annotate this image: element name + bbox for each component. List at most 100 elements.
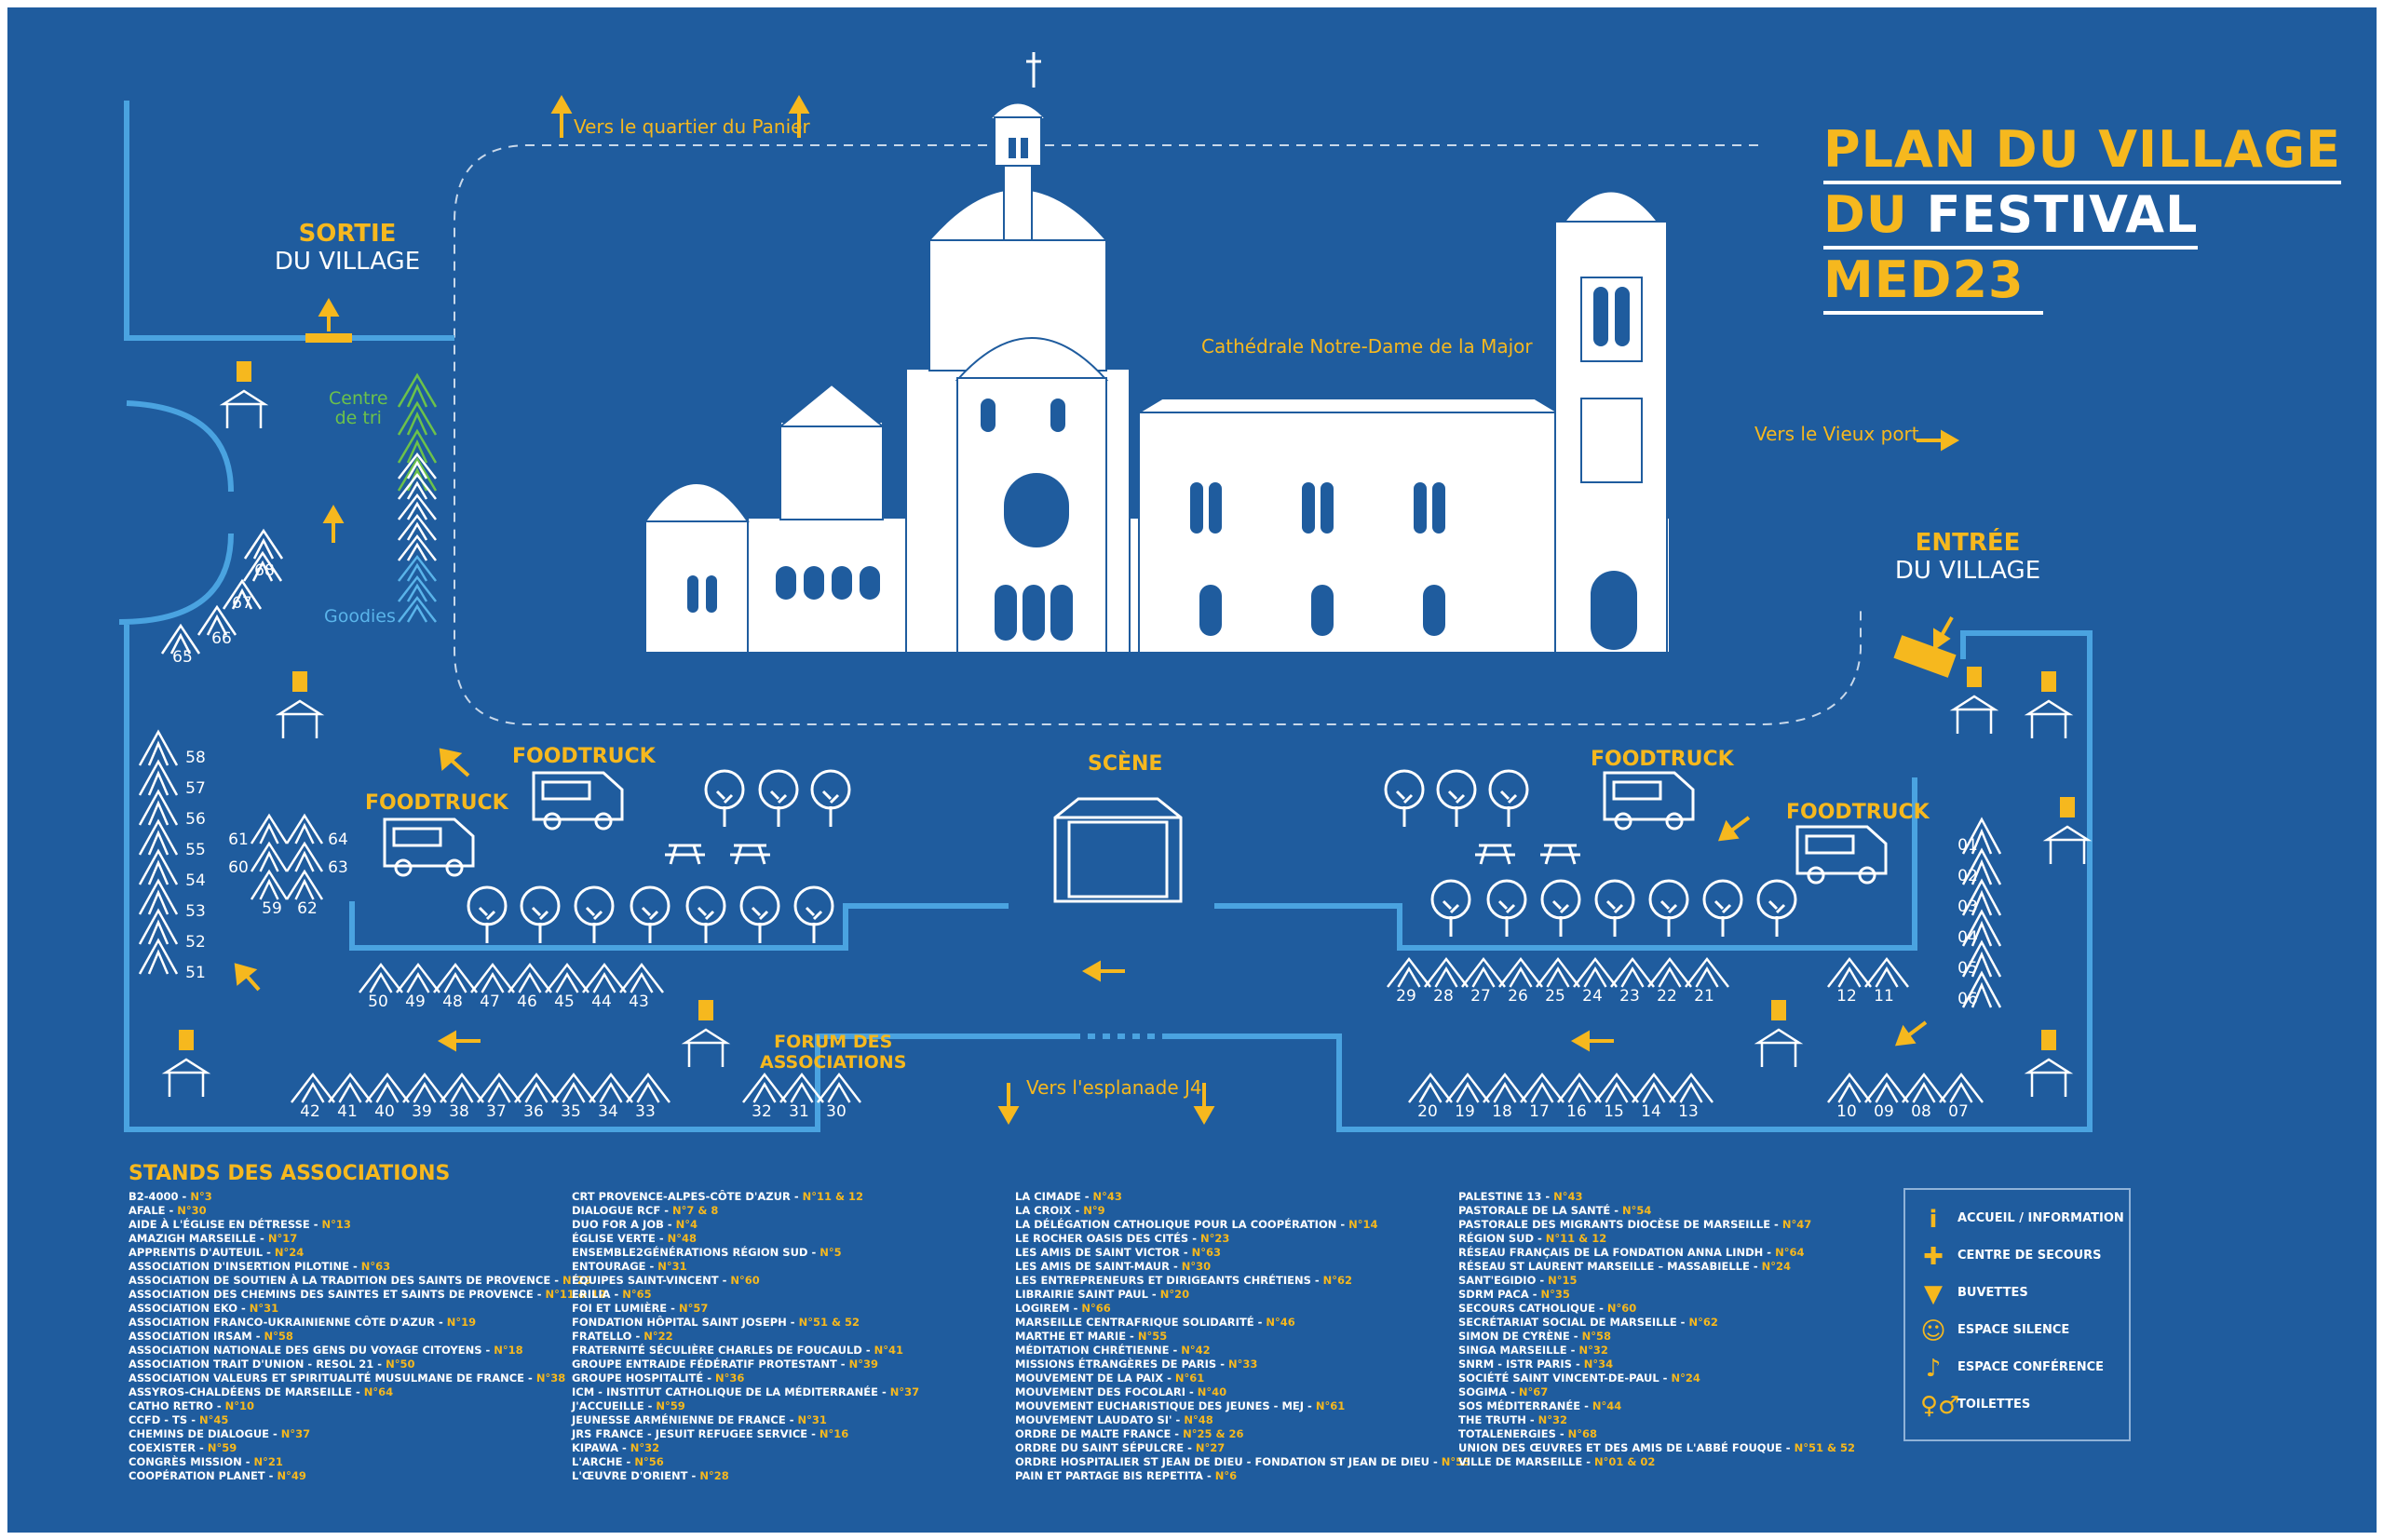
stand-tent-icon bbox=[138, 789, 179, 826]
association-stand-number: N°64 bbox=[359, 1385, 394, 1398]
stand-tent-icon bbox=[397, 400, 438, 436]
association-stand-number: N°24 bbox=[270, 1246, 305, 1259]
association-name: LE ROCHER OASIS DES CITÉS - bbox=[1015, 1232, 1197, 1245]
association-entry: FONDATION HÔPITAL SAINT JOSEPH - N°51 & … bbox=[572, 1316, 1009, 1330]
stand-number: 34 bbox=[598, 1102, 618, 1121]
stand-tent-icon bbox=[138, 729, 179, 766]
association-name: CONGRÈS MISSION - bbox=[129, 1455, 251, 1468]
association-name: CHEMINS DE DIALOGUE - bbox=[129, 1427, 278, 1440]
association-entry: ENTOURAGE - N°31 bbox=[572, 1260, 1009, 1274]
stand-number: 61 bbox=[228, 831, 249, 849]
stand-tent-icon bbox=[138, 878, 179, 915]
stand-tent-icon bbox=[138, 908, 179, 945]
association-stand-number: N°63 bbox=[357, 1260, 391, 1273]
legend-label: BUVETTES bbox=[1957, 1286, 2028, 1300]
sorting-center-label: Centre de tri bbox=[329, 389, 388, 428]
association-stand-number: N°32 bbox=[1575, 1344, 1608, 1357]
association-name: B2-4000 - bbox=[129, 1190, 187, 1203]
stand-number: 59 bbox=[262, 899, 282, 918]
association-entry: SOGIMA - N°67 bbox=[1458, 1385, 1896, 1399]
stand-tent-icon bbox=[1483, 1072, 1527, 1103]
stand-tent-icon bbox=[196, 604, 237, 636]
stand-number: 68 bbox=[254, 561, 275, 580]
stand-tent-icon bbox=[396, 962, 440, 993]
association-stand-number: N°51 & 52 bbox=[794, 1316, 860, 1329]
stand-tent-icon bbox=[477, 1072, 522, 1103]
cathedral-windows bbox=[687, 138, 1637, 650]
association-name: MÉDITATION CHRÉTIENNE - bbox=[1015, 1344, 1178, 1357]
stage-label: SCÈNE bbox=[1088, 752, 1163, 776]
stand-number: 20 bbox=[1417, 1102, 1438, 1121]
stand-tent-icon bbox=[1445, 1072, 1490, 1103]
association-entry: J'ACCUEILLE - N°59 bbox=[572, 1399, 1009, 1413]
tree-icon bbox=[630, 885, 670, 943]
association-entry: CATHO RETRO - N°10 bbox=[129, 1399, 566, 1413]
association-stand-number: N°53 bbox=[1437, 1455, 1471, 1468]
association-name: SOGIMA - bbox=[1458, 1385, 1515, 1398]
association-entry: KIPAWA - N°32 bbox=[572, 1441, 1009, 1455]
association-name: ENTOURAGE - bbox=[572, 1260, 655, 1273]
association-stand-number: N°22 bbox=[640, 1330, 673, 1343]
association-name: ASSOCIATION NATIONALE DES GENS DU VOYAGE… bbox=[129, 1344, 491, 1357]
association-name: JRS FRANCE - JESUIT REFUGEE SERVICE - bbox=[572, 1427, 816, 1440]
association-name: LA CIMADE - bbox=[1015, 1190, 1090, 1203]
association-entry: ASSOCIATION FRANCO-UKRAINIENNE CÔTE D'AZ… bbox=[129, 1316, 566, 1330]
stand-number: 33 bbox=[635, 1102, 656, 1121]
association-stand-number: N°49 bbox=[273, 1469, 306, 1482]
association-entry: PALESTINE 13 - N°43 bbox=[1458, 1190, 1896, 1204]
stand-tent-icon bbox=[1594, 1072, 1639, 1103]
association-entry: DIALOGUE RCF - N°7 & 8 bbox=[572, 1204, 1009, 1218]
association-name: ÉQUIPES SAINT-VINCENT - bbox=[572, 1274, 727, 1287]
association-name: AIDE À L'ÉGLISE EN DÉTRESSE - bbox=[129, 1218, 318, 1231]
legend-label: ESPACE CONFÉRENCE bbox=[1957, 1360, 2105, 1374]
association-name: LA CROIX - bbox=[1015, 1204, 1080, 1217]
association-stand-number: N°43 bbox=[1089, 1190, 1122, 1203]
stand-number: 09 bbox=[1874, 1102, 1894, 1121]
tree-icon bbox=[1488, 769, 1529, 827]
association-stand-number: N°14 bbox=[1345, 1218, 1378, 1231]
stand-tent-icon bbox=[1902, 1072, 1946, 1103]
stand-tent-icon bbox=[397, 428, 438, 464]
association-stand-number: N°9 bbox=[1079, 1204, 1105, 1217]
association-entry: ASSYROS-CHALDÉENS DE MARSEILLE - N°64 bbox=[129, 1385, 566, 1399]
association-name: GROUPE ENTRAIDE FÉDÉRATIF PROTESTANT - bbox=[572, 1358, 846, 1371]
association-entry: SINGA MARSEILLE - N°32 bbox=[1458, 1344, 1896, 1358]
association-name: ORDRE DE MALTE FRANCE - bbox=[1015, 1427, 1180, 1440]
association-stand-number: N°11 & 12 bbox=[798, 1190, 864, 1203]
association-entry: L'ARCHE - N°56 bbox=[572, 1455, 1009, 1469]
stand-tent-icon bbox=[242, 550, 283, 582]
stand-tent-icon bbox=[1685, 956, 1729, 988]
exit-label-1: SORTIE bbox=[298, 220, 397, 248]
stand-number: 38 bbox=[449, 1102, 469, 1121]
title-line-2a: DU bbox=[1823, 185, 1908, 244]
stand-tent-icon bbox=[1573, 956, 1618, 988]
silence-icon: ☺ bbox=[1920, 1317, 1946, 1345]
association-entry: APPRENTIS D'AUTEUIL - N°24 bbox=[129, 1246, 566, 1260]
association-name: ASSOCIATION TRAIT D'UNION - RESOL 21 - bbox=[129, 1358, 383, 1371]
stand-tent-icon bbox=[285, 869, 324, 900]
association-stand-number: N°33 bbox=[1224, 1358, 1258, 1371]
association-entry: JEUNESSE ARMÉNIENNE DE FRANCE - N°31 bbox=[572, 1413, 1009, 1427]
label-vieux-port: Vers le Vieux port bbox=[1754, 423, 1919, 445]
association-entry: L'ŒUVRE D'ORIENT - N°28 bbox=[572, 1469, 1009, 1483]
association-entry: CHEMINS DE DIALOGUE - N°37 bbox=[129, 1427, 566, 1441]
association-name: MARTHE ET MARIE - bbox=[1015, 1330, 1134, 1343]
stand-tent-icon bbox=[817, 1072, 861, 1103]
stand-tent-icon bbox=[1669, 1072, 1714, 1103]
stand-number: 43 bbox=[629, 993, 649, 1011]
stand-tent-icon bbox=[138, 759, 179, 796]
stand-tent-icon bbox=[250, 869, 289, 900]
stand-number: 18 bbox=[1492, 1102, 1512, 1121]
stand-number: 51 bbox=[185, 964, 206, 982]
legend-item: ☺ESPACE SILENCE bbox=[1905, 1315, 2129, 1348]
association-entry: RÉGION SUD - N°11 & 12 bbox=[1458, 1232, 1896, 1246]
association-name: UNION DES ŒUVRES ET DES AMIS DE L'ABBÉ F… bbox=[1458, 1441, 1791, 1454]
association-name: LOGIREM - bbox=[1015, 1302, 1078, 1315]
stand-tent-icon bbox=[1939, 1072, 1984, 1103]
stand-tent-icon bbox=[1961, 847, 2002, 885]
association-stand-number: N°55 bbox=[1133, 1330, 1168, 1343]
association-entry: LES AMIS DE SAINT VICTOR - N°63 bbox=[1015, 1246, 1453, 1260]
stand-number: 24 bbox=[1582, 987, 1603, 1006]
association-entry: AIDE À L'ÉGLISE EN DÉTRESSE - N°13 bbox=[129, 1218, 566, 1232]
